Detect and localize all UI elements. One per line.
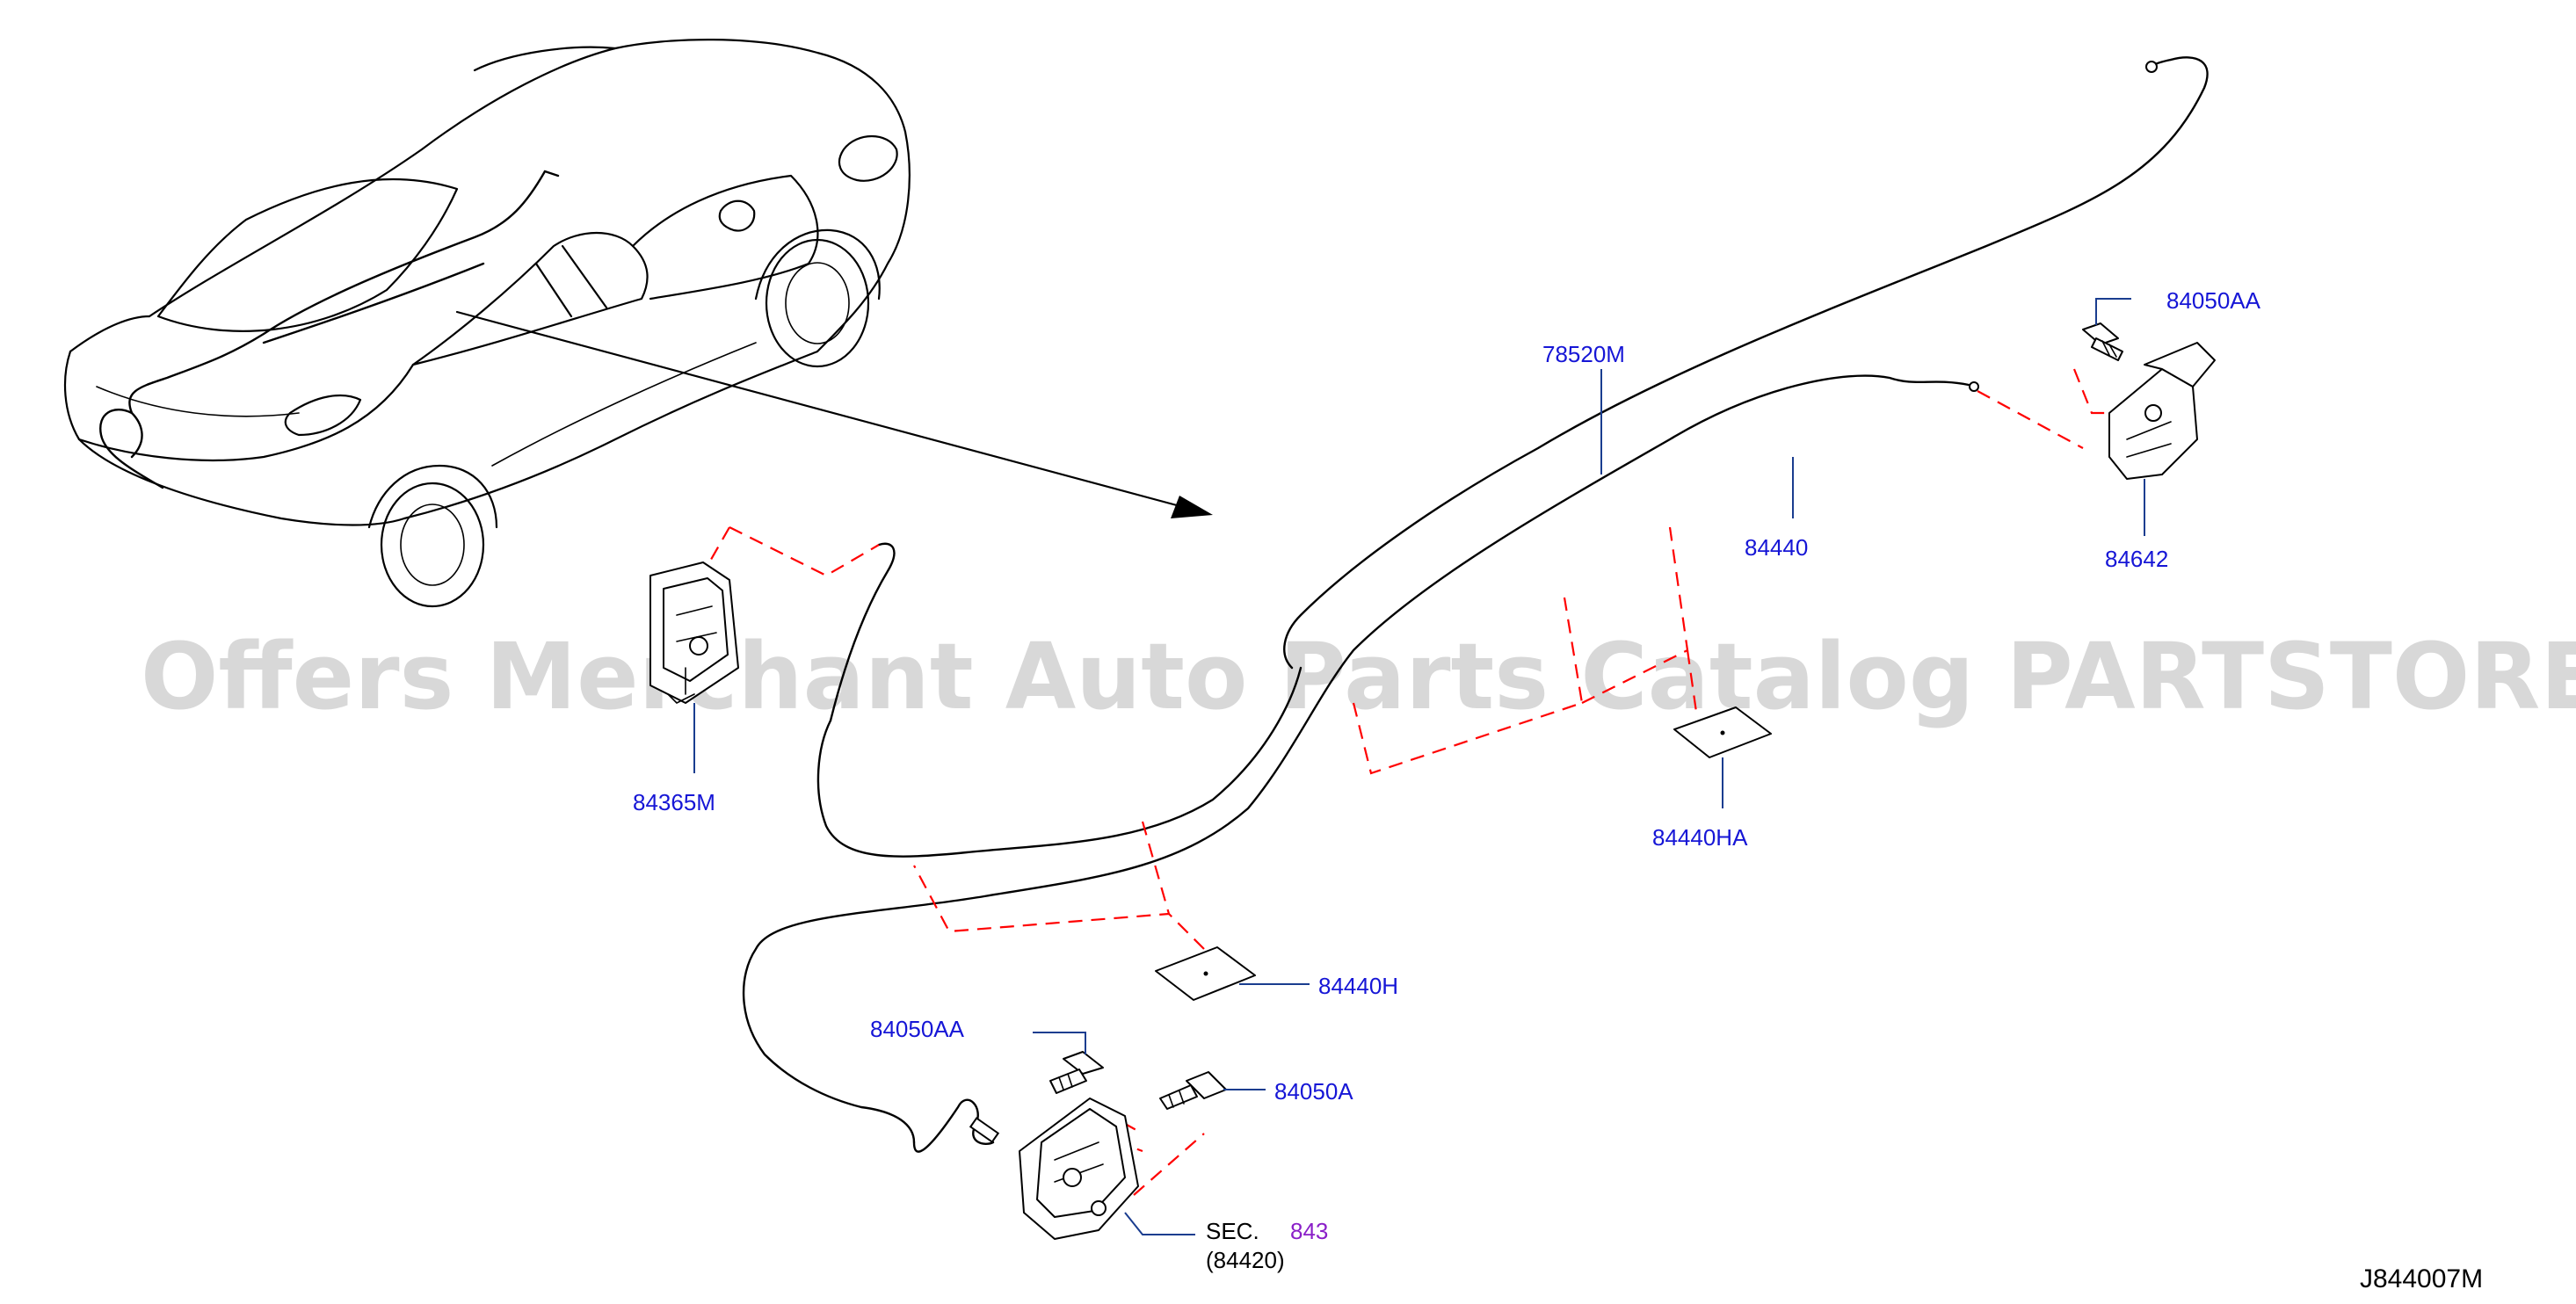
cable-84440 — [742, 374, 1979, 1153]
label-sec-ref: (84420) — [1206, 1247, 1285, 1273]
part-labels: 78520M 84440 84050AA 84642 84365M 84440H… — [633, 287, 2261, 1273]
part-84440HA-pad — [1673, 706, 1772, 808]
part-hood-lock-assembly — [1019, 1098, 1195, 1240]
dashed-reference-lines — [693, 368, 2153, 1196]
part-84642-bracket — [2108, 342, 2216, 536]
label-84050AA-top: 84050AA — [2166, 287, 2261, 314]
part-84050A-bolt — [1159, 1071, 1266, 1110]
car-outline-illustration — [63, 39, 1213, 608]
label-78520M: 78520M — [1542, 341, 1625, 367]
label-84440: 84440 — [1745, 534, 1808, 561]
label-84440H: 84440H — [1318, 973, 1398, 999]
label-84050A: 84050A — [1274, 1078, 1353, 1105]
cable-78520M — [816, 56, 2209, 858]
label-84050AA-bottom: 84050AA — [870, 1016, 965, 1042]
label-84365M: 84365M — [633, 789, 715, 815]
label-sec-number: 843 — [1290, 1218, 1328, 1244]
label-84642: 84642 — [2105, 546, 2168, 572]
part-84050AA-bolt-bottom — [1033, 1032, 1104, 1094]
label-84440HA: 84440HA — [1652, 824, 1748, 851]
part-84365M-latch — [649, 561, 739, 773]
watermark-text: Offers Merchant Auto Parts Catalog PARTS… — [141, 623, 2576, 730]
part-84050AA-bolt-top — [2082, 298, 2131, 361]
label-sec-prefix: SEC. — [1206, 1218, 1259, 1244]
diagram-code: J844007M — [2360, 1264, 2483, 1293]
part-84440H-pad — [1155, 946, 1310, 1001]
